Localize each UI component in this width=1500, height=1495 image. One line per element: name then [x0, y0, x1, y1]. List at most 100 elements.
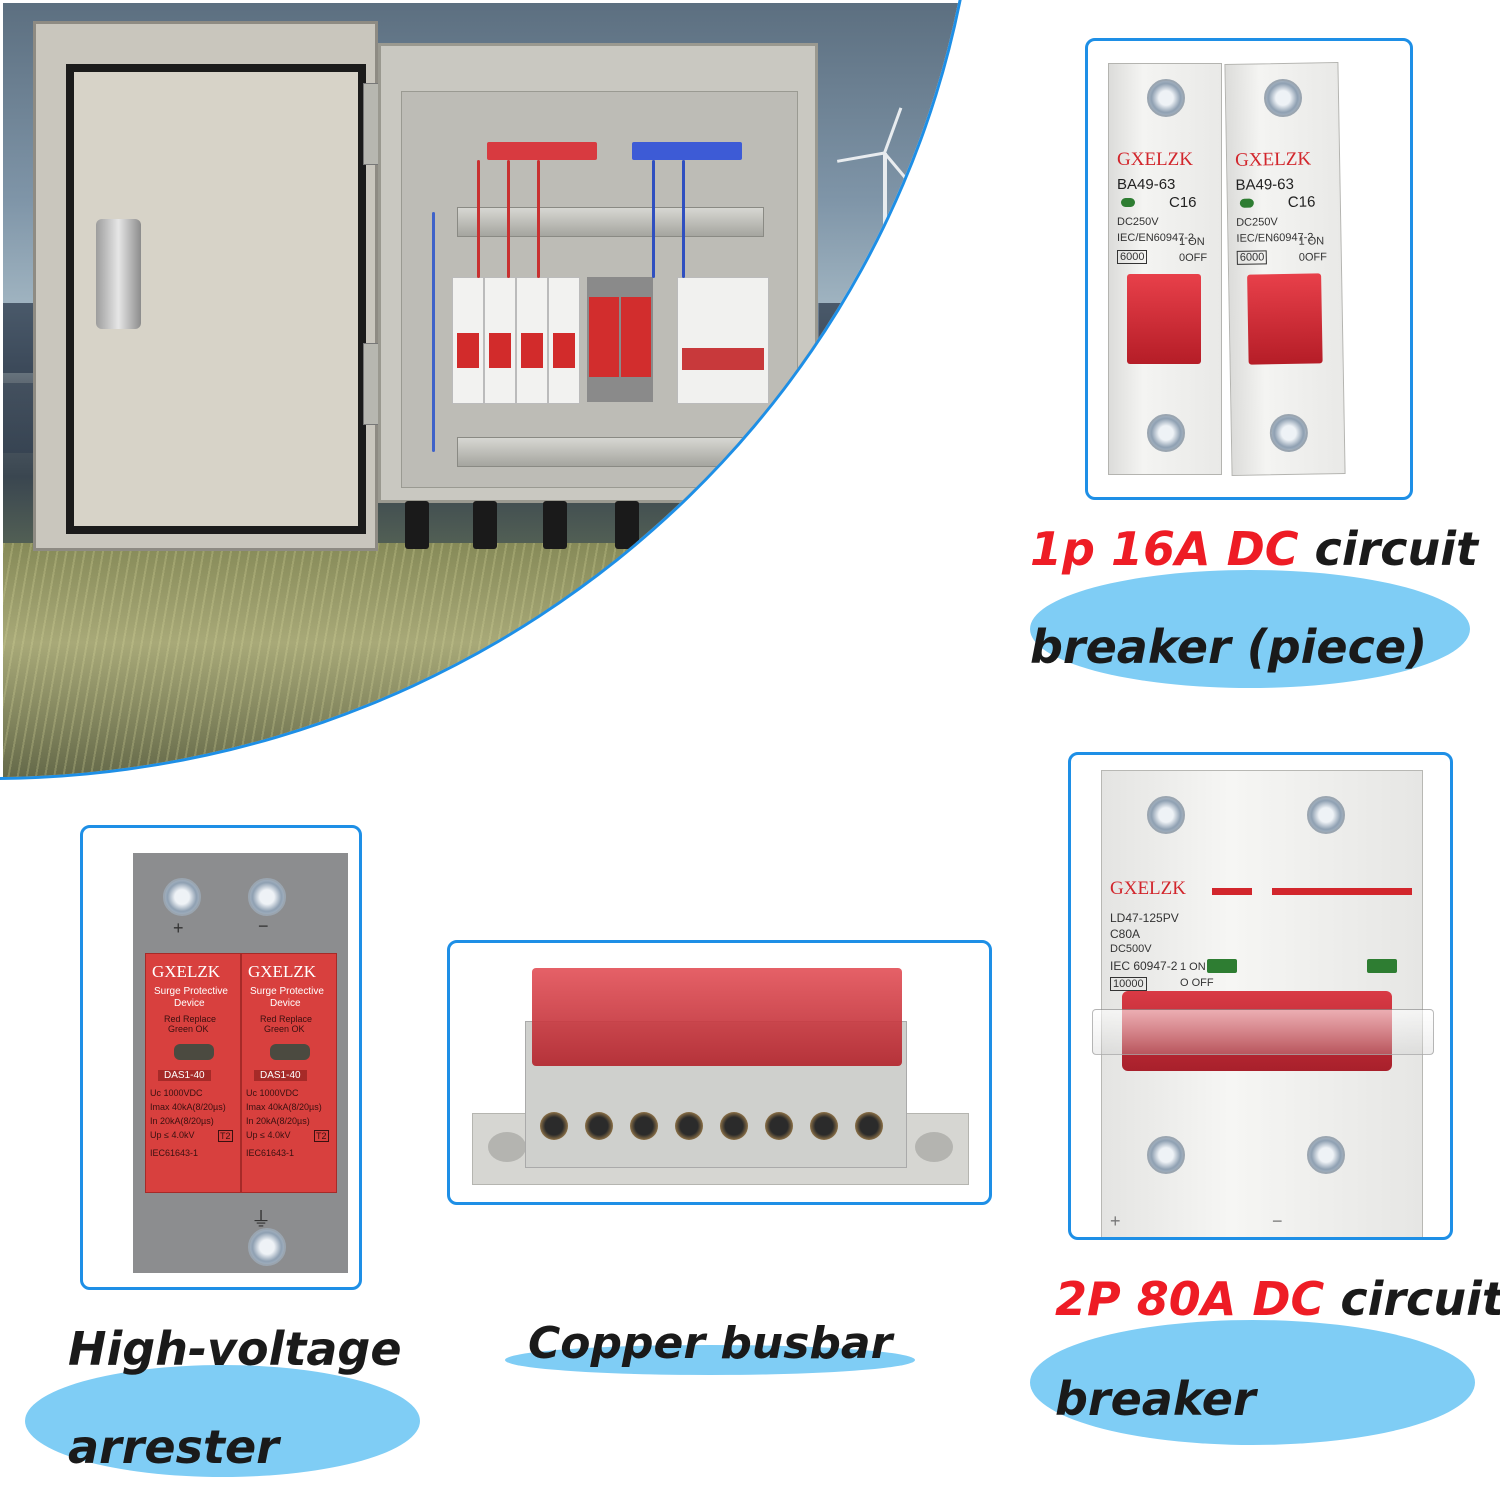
arrester-frame: + − GXELZK Surge Protective Device Red R…	[80, 825, 362, 1290]
mount-hole	[915, 1132, 953, 1162]
brand-label: GXELZK	[1117, 149, 1193, 170]
wire	[652, 160, 655, 278]
mini-breaker	[452, 277, 484, 404]
terminal-hole	[720, 1112, 748, 1140]
capacity-label: 6000	[1117, 250, 1148, 264]
hero-photo	[0, 0, 990, 790]
off-label: 0OFF	[1298, 251, 1328, 264]
door-latch	[96, 219, 141, 329]
caption-oval	[1030, 570, 1470, 688]
terminal-screw-icon	[248, 1228, 286, 1266]
mini-2p-breaker	[677, 277, 769, 404]
indicator-window	[1367, 959, 1397, 973]
wire	[507, 160, 510, 278]
spec-label: Imax 40kA(8/20µs)	[246, 1102, 322, 1112]
rating-label: C16	[1287, 193, 1316, 211]
breaker-2p-caption-line2: breaker	[1055, 1372, 1256, 1426]
combiner-box-scene	[3, 3, 977, 777]
capacity-label: 6000	[1236, 250, 1268, 265]
terminal-hole	[675, 1112, 703, 1140]
arrester-caption: High-voltage	[68, 1322, 402, 1376]
hero-circle-frame	[0, 0, 980, 780]
terminal-screw-icon	[1263, 78, 1303, 118]
brand-label: GXELZK	[152, 962, 220, 981]
arrester-caption-line2: arrester	[68, 1420, 279, 1474]
status-window	[270, 1044, 310, 1060]
red-busbar	[487, 142, 597, 160]
terminal-screw-icon	[1269, 413, 1309, 453]
terminal-screw-icon	[1147, 414, 1185, 452]
breaker-toggle	[1127, 274, 1201, 364]
class-label: T2	[218, 1130, 233, 1142]
breaker-1p-frame: GXELZK BA49-63 C16 DC250V IEC/EN60947-2 …	[1085, 38, 1413, 500]
standard-label: IEC61643-1	[246, 1148, 295, 1158]
status-label: Red Replace	[164, 1014, 217, 1024]
spec-label: Uc 1000VDC	[150, 1088, 203, 1098]
caption-oval	[1030, 1320, 1475, 1445]
status-label: Green OK	[264, 1024, 305, 1034]
capacity-label: 10000	[1110, 977, 1147, 991]
standard-label: IEC 60947-2	[1110, 959, 1178, 973]
on-label: 1 ON	[1179, 236, 1205, 248]
title-label: Surge Protective	[154, 986, 228, 997]
cable-gland	[693, 501, 723, 529]
status-label: Red Replace	[260, 1014, 313, 1024]
breaker-1p-unit: GXELZK BA49-63 C16 DC250V IEC/EN60947-2 …	[1108, 63, 1222, 475]
on-label: 1 ON	[1298, 235, 1325, 248]
model-label: DAS1-40	[254, 1070, 307, 1081]
off-label: 0OFF	[1179, 252, 1208, 264]
off-label: O OFF	[1180, 977, 1214, 989]
spec-label: Up ≤ 4.0kV	[246, 1130, 291, 1140]
model-label: BA49-63	[1117, 176, 1176, 193]
standard-label: IEC61643-1	[150, 1148, 199, 1158]
terminal-hole	[810, 1112, 838, 1140]
mc4-connector	[473, 501, 497, 549]
spec-label: Uc 1000VDC	[246, 1088, 299, 1098]
mini-breaker	[516, 277, 548, 404]
voltage-label: DC250V	[1117, 216, 1159, 228]
arrester-module: GXELZK Surge Protective Device Red Repla…	[145, 953, 241, 1193]
arrester-module: GXELZK Surge Protective Device Red Repla…	[241, 953, 337, 1193]
terminal-screw-icon	[163, 878, 201, 916]
brand-label: GXELZK	[1110, 878, 1186, 899]
spec-label: In 20kA(8/20µs)	[150, 1116, 214, 1126]
wire	[477, 160, 480, 278]
cable-gland	[725, 501, 755, 529]
top-cable-duct	[457, 207, 764, 237]
busbar-red-cover	[532, 968, 902, 1066]
busbar-frame	[447, 940, 992, 1205]
brand-label: GXELZK	[1234, 148, 1312, 171]
brand-stripe	[1212, 888, 1252, 895]
mount-hole	[488, 1132, 526, 1162]
status-window	[174, 1044, 214, 1060]
voltage-label: DC500V	[1110, 943, 1152, 955]
wind-turbine	[883, 153, 887, 273]
turbine-blade	[836, 151, 885, 163]
caption-oval	[505, 1345, 915, 1375]
mc4-connector	[615, 501, 639, 549]
spec-label: In 20kA(8/20µs)	[246, 1116, 310, 1126]
arrester-unit: + − GXELZK Surge Protective Device Red R…	[133, 853, 348, 1273]
terminal-screw-icon	[248, 878, 286, 916]
wire	[682, 160, 685, 278]
title-label: Device	[174, 998, 205, 1009]
class-label: T2	[314, 1130, 329, 1142]
wire	[432, 212, 435, 452]
breaker-1p-caption: 1p 16A DC circuit	[1030, 522, 1479, 576]
handle-tie-bar	[1092, 1009, 1434, 1055]
wire	[537, 160, 540, 278]
breaker-toggle	[1247, 273, 1323, 365]
blue-busbar	[632, 142, 742, 160]
plus-label: +	[173, 918, 184, 938]
mini-surge-arrester	[587, 277, 653, 402]
terminal-screw-icon	[1147, 1136, 1185, 1174]
model-label: LD47-125PV	[1110, 911, 1179, 925]
enclosure-door	[33, 21, 378, 551]
brand-label: GXELZK	[248, 962, 316, 981]
door-panel	[66, 64, 366, 534]
voltage-label: DC250V	[1236, 216, 1278, 229]
terminal-screw-icon	[1147, 796, 1185, 834]
plus-label: +	[1110, 1211, 1121, 1231]
breaker-2p-unit: GXELZK LD47-125PV C80A DC500V IEC 60947-…	[1092, 770, 1434, 1237]
ground-icon: ⏚	[251, 1209, 271, 1231]
